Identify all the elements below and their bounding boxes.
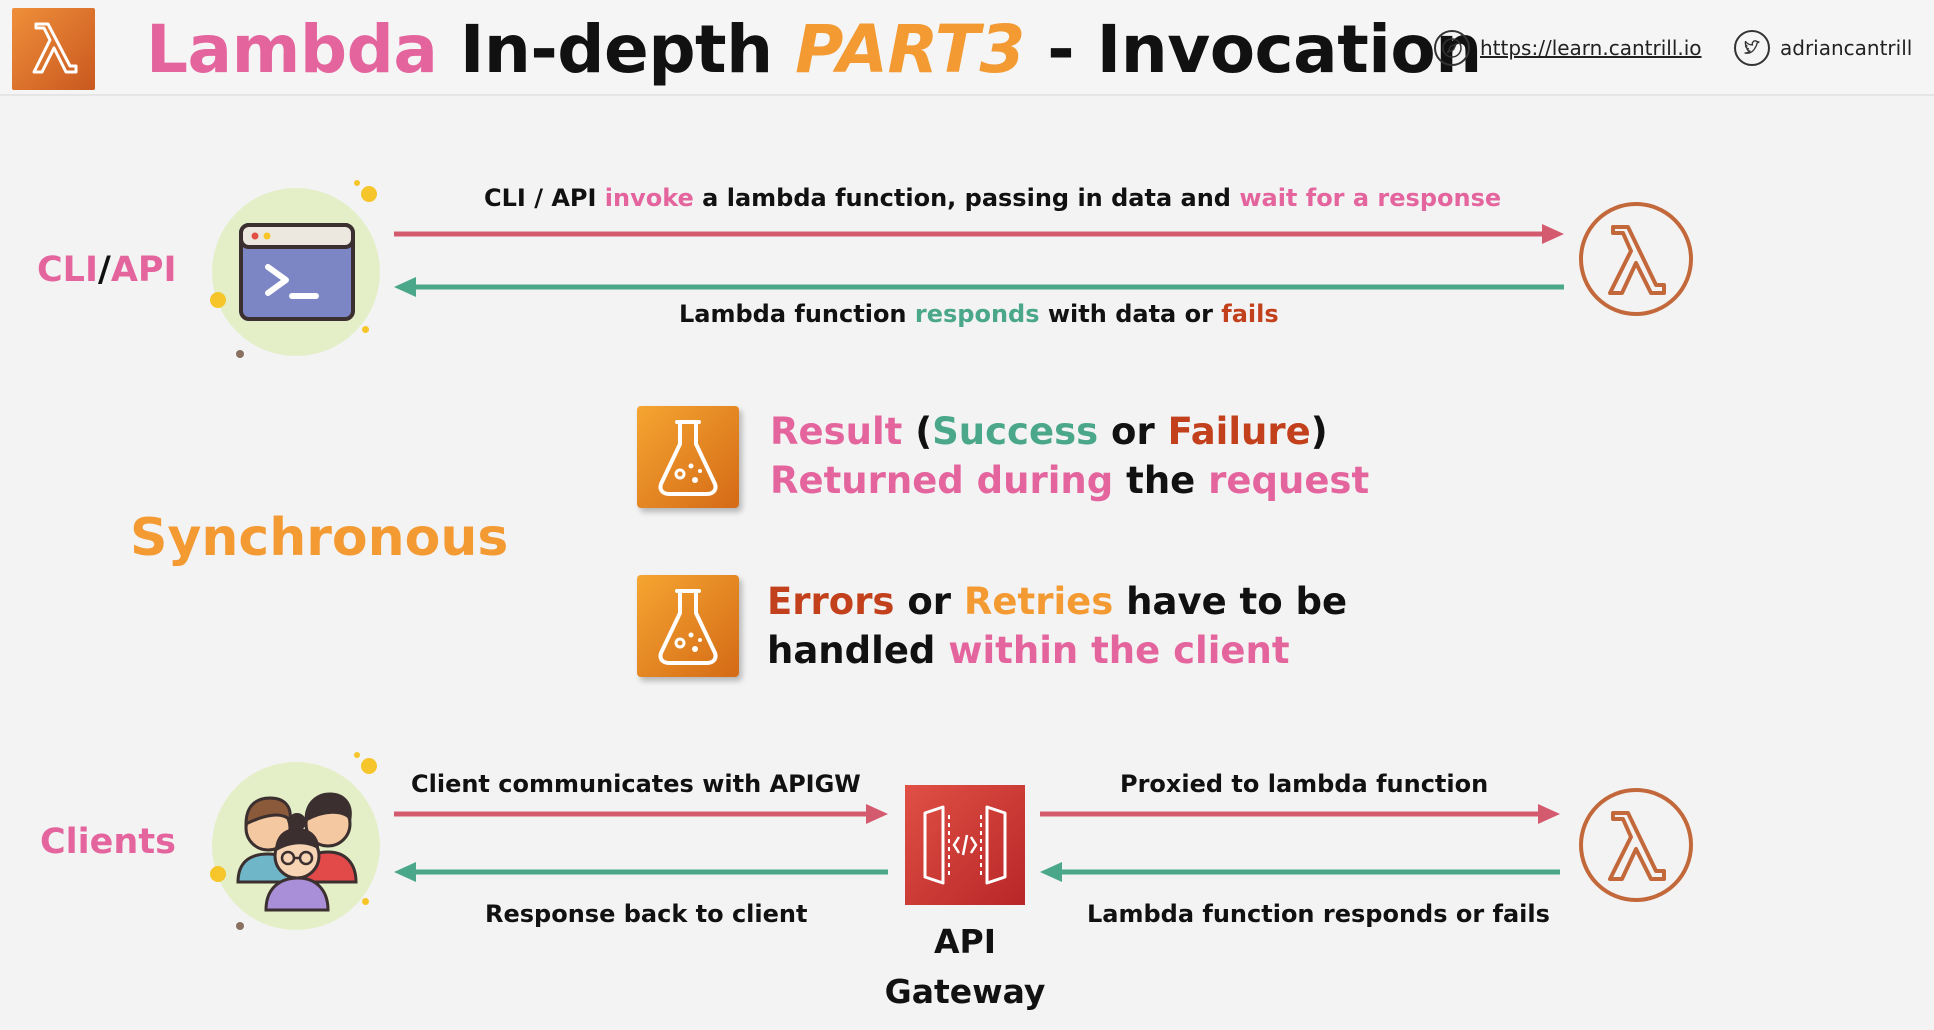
p2-or: or xyxy=(907,580,952,623)
decor-dot xyxy=(210,292,226,308)
p1-paren-close: ) xyxy=(1310,410,1328,453)
decor-dot xyxy=(236,350,244,358)
clients-label: Clients xyxy=(40,822,176,862)
from-apigw-arrow xyxy=(394,862,888,882)
resp-t4: fails xyxy=(1221,300,1279,328)
to-apigw-label: Client communicates with APIGW xyxy=(411,770,861,798)
decor-dot xyxy=(210,866,226,882)
req-t3: a lambda function, passing in data and xyxy=(702,184,1231,212)
to-apigw-arrow xyxy=(394,804,888,824)
twitter-icon xyxy=(1734,30,1770,66)
p2-within-client: within the client xyxy=(948,629,1290,672)
p1-result: Result xyxy=(770,410,903,453)
page-title: Lambda In-depth PART3 - Invocation xyxy=(146,8,1482,92)
resp-t2: responds xyxy=(914,300,1040,328)
title-lambda: Lambda xyxy=(146,11,438,88)
req-t4: wait for a response xyxy=(1239,184,1502,212)
twitter-link[interactable]: adriancantrill xyxy=(1734,30,1912,66)
from-lambda-arrow xyxy=(1040,862,1560,882)
cli-label: CLI xyxy=(37,250,99,290)
lambda-logo-icon xyxy=(12,8,95,90)
beaker-icon xyxy=(637,575,739,677)
resp-t3: with data or xyxy=(1047,300,1213,328)
p1-paren-open: ( xyxy=(915,410,933,453)
p2-retries: Retries xyxy=(963,580,1114,623)
req-t1: CLI / API xyxy=(484,184,597,212)
sync-request-label: CLI / API invoke a lambda function, pass… xyxy=(484,184,1501,212)
apigw-label-line2: Gateway xyxy=(884,972,1046,1011)
section-label: Synchronous xyxy=(130,508,509,568)
apigw-label-line1: API xyxy=(933,922,996,961)
sync-response-arrow xyxy=(394,277,1564,297)
lambda-icon xyxy=(1579,788,1693,902)
from-lambda-label: Lambda function responds or fails xyxy=(1087,900,1550,928)
sync-response-label: Lambda function responds with data or fa… xyxy=(679,300,1279,328)
p1-success: Success xyxy=(932,410,1099,453)
lambda-icon xyxy=(1579,202,1693,316)
point2-line2: handled within the client xyxy=(767,627,1290,675)
decor-dot xyxy=(362,898,369,905)
point2-line1: Errors or Retries have to be xyxy=(767,578,1347,626)
decor-dot xyxy=(361,186,377,202)
title-part3: PART3 xyxy=(795,11,1025,88)
api-label: API xyxy=(110,250,177,290)
website-url[interactable]: https://learn.cantrill.io xyxy=(1480,36,1702,60)
p1-the: the xyxy=(1126,459,1196,502)
header: Lambda In-depth PART3 - Invocation https… xyxy=(0,0,1934,96)
from-apigw-label: Response back to client xyxy=(485,900,808,928)
compass-icon xyxy=(1434,30,1470,66)
decor-dot xyxy=(361,758,377,774)
resp-t1: Lambda function xyxy=(679,300,907,328)
p2-have-to-be: have to be xyxy=(1126,580,1348,623)
point1-line2: Returned during the request xyxy=(770,457,1369,505)
decor-dot xyxy=(354,752,360,758)
to-lambda-label: Proxied to lambda function xyxy=(1120,770,1489,798)
terminal-icon xyxy=(239,223,355,321)
decor-dot xyxy=(236,922,244,930)
decor-dot xyxy=(354,180,360,186)
req-t2: invoke xyxy=(604,184,694,212)
title-in-depth: In-depth xyxy=(459,11,773,88)
p1-returned: Returned during xyxy=(770,459,1114,502)
sync-request-arrow xyxy=(394,224,1564,244)
users-icon xyxy=(236,792,358,912)
twitter-handle[interactable]: adriancantrill xyxy=(1780,36,1913,60)
p1-or: or xyxy=(1111,410,1155,453)
title-invocation: - Invocation xyxy=(1047,11,1482,88)
cli-api-sep: / xyxy=(98,250,111,290)
p1-failure: Failure xyxy=(1167,410,1311,453)
p2-errors: Errors xyxy=(767,580,895,623)
api-gateway-icon xyxy=(905,785,1025,905)
p2-handled: handled xyxy=(767,629,936,672)
website-link[interactable]: https://learn.cantrill.io xyxy=(1434,30,1702,66)
to-lambda-arrow xyxy=(1040,804,1560,824)
cli-api-label: CLI/API xyxy=(37,250,177,290)
beaker-icon xyxy=(637,406,739,508)
decor-dot xyxy=(362,326,369,333)
p1-request: request xyxy=(1208,459,1370,502)
point1-line1: Result (Success or Failure) xyxy=(770,408,1328,456)
